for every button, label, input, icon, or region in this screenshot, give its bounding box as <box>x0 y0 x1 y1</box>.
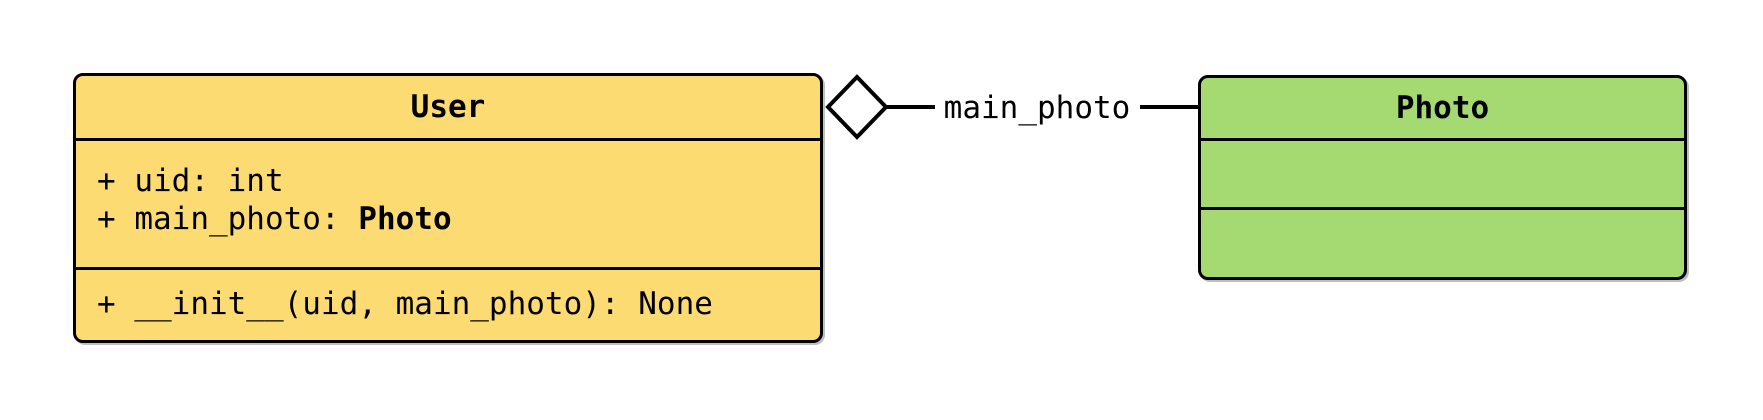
attribute-uid: + uid: int <box>97 162 810 200</box>
attribute-uid-text: + uid: int <box>97 163 284 199</box>
class-title-user: User <box>410 89 486 125</box>
class-attributes-user: + uid: int + main_photo: Photo <box>76 138 820 267</box>
class-attributes-photo <box>1201 138 1684 207</box>
relationship-label: main_photo <box>944 90 1131 126</box>
class-methods-user: + __init__(uid, main_photo): None <box>76 267 820 340</box>
class-title-photo: Photo <box>1395 90 1490 126</box>
class-box-user: User + uid: int + main_photo: Photo + __… <box>73 73 823 343</box>
attribute-main-photo: + main_photo: Photo <box>97 200 810 238</box>
aggregation-diamond-icon <box>825 74 889 140</box>
method-init: + __init__(uid, main_photo): None <box>97 286 713 322</box>
attribute-main-photo-type: Photo <box>358 201 452 237</box>
class-box-photo: Photo <box>1198 75 1687 280</box>
attribute-main-photo-text: + main_photo: <box>97 201 359 237</box>
class-methods-photo <box>1201 207 1684 277</box>
